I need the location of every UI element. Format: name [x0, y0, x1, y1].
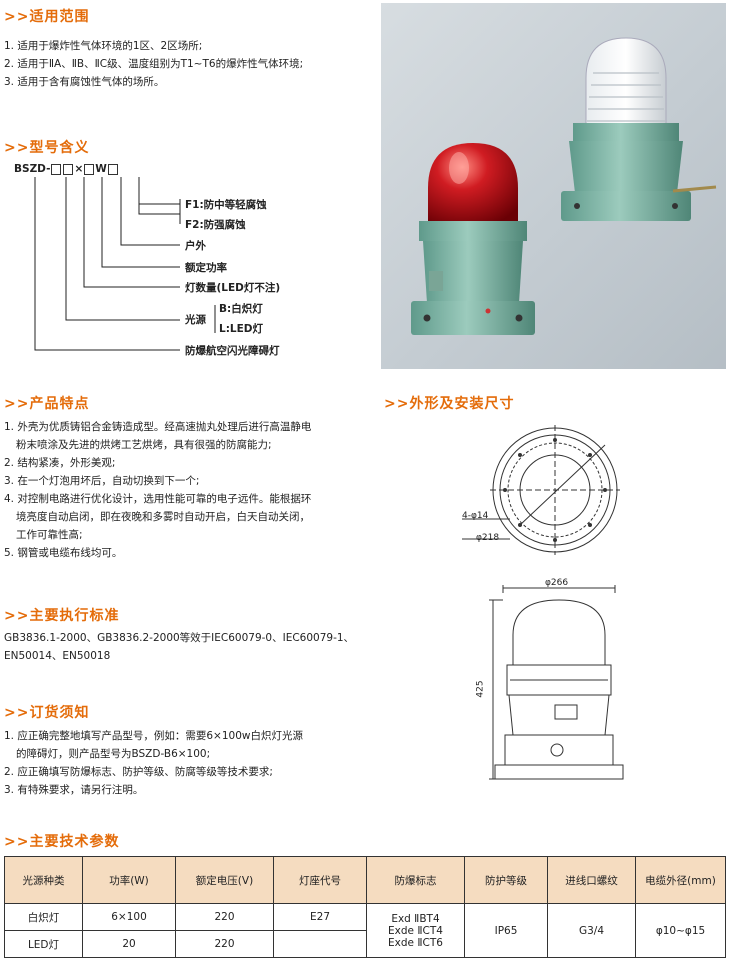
- standards-line: GB3836.1-2000、GB3836.2-2000等效于IEC60079-0…: [4, 632, 355, 644]
- model-outdoor: 户外: [185, 240, 206, 252]
- section-title-features: >>产品特点: [4, 396, 90, 412]
- code-box: [51, 163, 62, 175]
- table-cell-thread: G3/4: [547, 903, 636, 958]
- dim-holes: 4-φ14: [462, 511, 489, 521]
- code-box: [63, 163, 74, 175]
- features-item: 4. 对控制电路进行优化设计，选用性能可靠的电子远件。能根据环: [4, 493, 312, 505]
- model-b: B:白炽灯: [219, 303, 263, 315]
- model-f1: F1:防中等轻腐蚀: [185, 199, 267, 211]
- section-title-order: >>订货须知: [4, 705, 90, 721]
- scope-item: 3. 适用于含有腐蚀性气体的场所。: [4, 76, 165, 88]
- order-item: 1. 应正确完整地填写产品型号，例如：需要6×100w白炽灯光源: [4, 730, 303, 742]
- scope-item: 2. 适用于ⅡA、ⅡB、ⅡC级、温度组别为T1~T6的爆炸性气体环境;: [4, 58, 304, 70]
- red-lamp: [411, 143, 535, 335]
- table-cell: LED灯: [4, 930, 83, 958]
- section-title-dimensions: >>外形及安装尺寸: [384, 396, 515, 412]
- table-header: 防爆标志: [366, 856, 465, 904]
- order-item: 的障碍灯，则产品型号为BSZD-B6×100;: [16, 748, 211, 760]
- table-header: 灯座代号: [273, 856, 367, 904]
- dim-h425: 425: [475, 680, 486, 698]
- code-box: [107, 163, 118, 175]
- features-item: 粉末喷涂及先进的烘烤工艺烘烤，具有很强的防腐能力;: [16, 439, 272, 451]
- table-cell-ex-marks: Exd ⅡBT4 Exde ⅡCT4 Exde ⅡCT6: [366, 903, 465, 958]
- order-item: 3. 有特殊要求，请另行注明。: [4, 784, 144, 796]
- features-item: 2. 结构紧凑，外形美观;: [4, 457, 116, 469]
- scope-item: 1. 适用于爆炸性气体环境的1区、2区场所;: [4, 40, 203, 52]
- table-header: 功率(W): [82, 856, 176, 904]
- section-title-model: >>型号含义: [4, 140, 90, 156]
- order-list: 1. 应正确完整地填写产品型号，例如：需要6×100w白炽灯光源 的障碍灯，则产…: [4, 727, 303, 799]
- model-prefix: BSZD-: [14, 163, 51, 175]
- lamp-illustration: [411, 37, 717, 335]
- section-title-params: >>主要技术参数: [4, 834, 120, 850]
- standards-line: EN50014、EN50018: [4, 650, 111, 662]
- model-diagram-lines: [34, 177, 216, 351]
- table-header: 防护等级: [464, 856, 548, 904]
- model-w: W: [95, 163, 107, 175]
- table-cell: E27: [273, 903, 367, 931]
- model-power: 额定功率: [185, 262, 227, 274]
- table-header: 光源种类: [4, 856, 83, 904]
- model-x: ×: [74, 163, 84, 175]
- features-item: 3. 在一个灯泡用坏后，自动切换到下一个;: [4, 475, 200, 487]
- features-item: 境亮度自动启闭，即在夜晚和多雾时自动开启，白天自动关闭，: [16, 511, 310, 523]
- dim-d218: φ218: [476, 533, 500, 543]
- table-header: 进线口螺纹: [547, 856, 636, 904]
- ex-mark: Exd ⅡBT4: [391, 912, 440, 925]
- params-table: 光源种类 功率(W) 额定电压(V) 灯座代号 防爆标志 防护等级 进线口螺纹 …: [4, 856, 726, 958]
- code-box: [84, 163, 95, 175]
- features-list: 1. 外壳为优质铸铝合金铸造成型。经高速抛丸处理后进行高温静电 粉末喷涂及先进的…: [4, 418, 311, 562]
- table-cell-cable: φ10~φ15: [635, 903, 726, 958]
- table-cell: 220: [175, 903, 274, 931]
- table-cell: 220: [175, 930, 274, 958]
- model-source: 光源: [185, 314, 206, 326]
- product-photo: [381, 3, 726, 369]
- section-title-standards: >>主要执行标准: [4, 608, 120, 624]
- side-view-drawing: [489, 585, 624, 780]
- table-row: 白炽灯 6×100 220 E27 Exd ⅡBT4 Exde ⅡCT4 Exd…: [4, 903, 726, 958]
- table-cell: 白炽灯: [4, 903, 83, 931]
- features-item: 1. 外壳为优质铸铝合金铸造成型。经高速抛丸处理后进行高温静电: [4, 421, 312, 433]
- standards-text: GB3836.1-2000、GB3836.2-2000等效于IEC60079-0…: [4, 629, 354, 665]
- ex-mark: Exde ⅡCT6: [388, 936, 443, 949]
- model-f2: F2:防强腐蚀: [185, 219, 246, 231]
- scope-list: 1. 适用于爆炸性气体环境的1区、2区场所; 2. 适用于ⅡA、ⅡB、ⅡC级、温…: [4, 37, 303, 91]
- table-cell: [273, 930, 367, 958]
- model-l: L:LED灯: [219, 323, 263, 335]
- table-header: 额定电压(V): [175, 856, 274, 904]
- clear-lamp: [561, 37, 717, 221]
- features-item: 工作可靠性高;: [16, 529, 83, 541]
- top-view-drawing: [462, 425, 620, 555]
- table-cell-ip: IP65: [464, 903, 548, 958]
- section-title-scope: >>适用范围: [4, 9, 90, 25]
- model-name: 防爆航空闪光障碍灯: [185, 345, 280, 357]
- table-cell: 20: [82, 930, 176, 958]
- table-header: 电缆外径(mm): [635, 856, 726, 904]
- ex-mark: Exde ⅡCT4: [388, 924, 443, 937]
- model-code: BSZD- × W: [14, 163, 119, 175]
- table-row: LED灯 20 220: [4, 930, 726, 958]
- dim-d266: φ266: [545, 578, 569, 588]
- features-item: 5. 钢管或电缆布线均可。: [4, 547, 123, 559]
- order-item: 2. 应正确填写防爆标志、防护等级、防腐等级等技术要求;: [4, 766, 273, 778]
- table-header-row: 光源种类 功率(W) 额定电压(V) 灯座代号 防爆标志 防护等级 进线口螺纹 …: [4, 856, 726, 904]
- table-cell: 6×100: [82, 903, 176, 931]
- model-lamps: 灯数量(LED灯不注): [185, 282, 281, 294]
